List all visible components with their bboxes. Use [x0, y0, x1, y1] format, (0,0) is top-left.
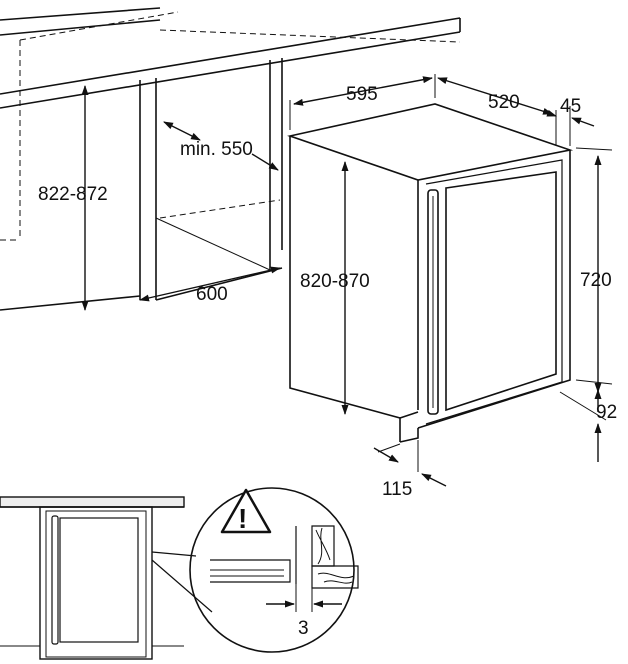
- min-width-label: min. 550: [180, 139, 253, 160]
- warning-symbol: !: [238, 503, 247, 534]
- door-gap-label: 3: [298, 618, 309, 639]
- front-view-inset: [0, 496, 213, 660]
- gap-detail-circle: [189, 487, 359, 653]
- niche-dimension-lines: [81, 85, 281, 311]
- cutout-depth-label: 600: [196, 284, 228, 305]
- appliance-dimension-lines: [293, 76, 602, 487]
- door-height-label: 720: [580, 270, 612, 291]
- appliance-width-label: 595: [346, 84, 378, 105]
- appliance-height-label: 820-870: [300, 271, 370, 292]
- appliance-depth-label: 520: [488, 92, 520, 113]
- cutout-height-label: 822-872: [38, 184, 108, 205]
- plinth-height-label: 92: [596, 402, 617, 423]
- warning-triangle-icon: !: [220, 488, 272, 534]
- plinth-depth-label: 115: [382, 479, 412, 500]
- door-offset-label: 45: [560, 96, 581, 117]
